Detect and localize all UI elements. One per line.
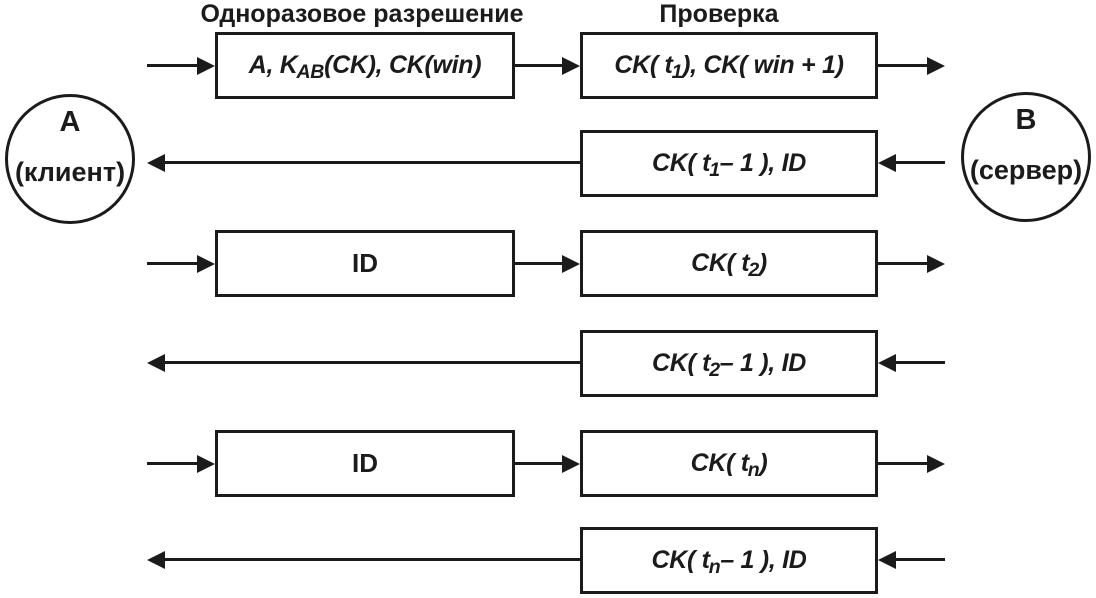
server-letter: B <box>1015 104 1037 136</box>
message-subscript: n <box>747 458 760 481</box>
arrow-line <box>515 64 562 67</box>
arrow-right-icon <box>927 455 945 473</box>
message-box-id: ID <box>215 230 515 297</box>
arrow-line <box>147 64 198 67</box>
arrow-line <box>878 262 927 265</box>
message-subscript: 1 <box>671 60 683 83</box>
arrow-left-icon <box>878 354 896 372</box>
arrow-line <box>878 462 927 465</box>
message-text: A, K <box>248 51 298 79</box>
arrow-line <box>515 462 562 465</box>
message-text: CK( t <box>652 149 711 177</box>
arrow-left-icon <box>878 551 896 569</box>
arrow-right-icon <box>562 57 580 75</box>
arrow-line <box>165 361 580 364</box>
message-text: CK( t <box>651 546 710 574</box>
arrow-left-icon <box>147 154 165 172</box>
node-client: A (клиент) <box>5 94 135 224</box>
arrow-line <box>896 361 945 364</box>
message-subscript: n <box>708 555 721 578</box>
client-role: (клиент) <box>14 157 126 187</box>
arrow-right-icon <box>927 255 945 273</box>
arrow-right-icon <box>197 455 215 473</box>
phase-label-verification: Проверка <box>659 0 779 28</box>
arrow-line <box>147 462 198 465</box>
message-text: ID <box>352 448 378 478</box>
message-text: ), CK( win + 1) <box>682 51 844 79</box>
message-text: CK( t <box>614 51 673 79</box>
message-text: ) <box>759 449 768 477</box>
arrow-line <box>896 161 945 164</box>
message-text: CK( t <box>652 349 711 377</box>
arrow-right-icon <box>197 255 215 273</box>
arrow-right-icon <box>197 57 215 75</box>
arrow-line <box>878 64 927 67</box>
message-subscript: 1 <box>709 158 720 181</box>
arrow-left-icon <box>147 354 165 372</box>
message-text: ) <box>758 249 767 277</box>
arrow-line <box>896 558 945 561</box>
arrow-left-icon <box>147 551 165 569</box>
arrow-line <box>165 161 580 164</box>
arrow-right-icon <box>927 57 945 75</box>
arrow-line <box>515 262 562 265</box>
message-text: ID <box>352 248 378 278</box>
arrow-left-icon <box>878 154 896 172</box>
phase-label-authorization: Одноразовое разрешение <box>200 0 524 28</box>
arrow-line <box>147 262 198 265</box>
message-text: – 1 ), ID <box>720 546 807 574</box>
message-text: CK( t <box>691 249 750 277</box>
arrow-line <box>165 558 580 561</box>
message-text: – 1 ), ID <box>719 349 807 377</box>
node-server: B (сервер) <box>961 92 1091 222</box>
server-role: (сервер) <box>969 155 1083 185</box>
arrow-right-icon <box>562 455 580 473</box>
message-subscript: 2 <box>709 358 720 381</box>
message-text: – 1 ), ID <box>719 149 807 177</box>
message-box-id: ID <box>215 430 515 497</box>
message-text: CK( t <box>690 449 750 477</box>
message-subscript: AB <box>296 60 325 83</box>
message-text: (CK), CK(win) <box>324 51 482 79</box>
client-letter: A <box>59 106 81 138</box>
arrow-right-icon <box>562 255 580 273</box>
message-subscript: 2 <box>748 258 759 281</box>
